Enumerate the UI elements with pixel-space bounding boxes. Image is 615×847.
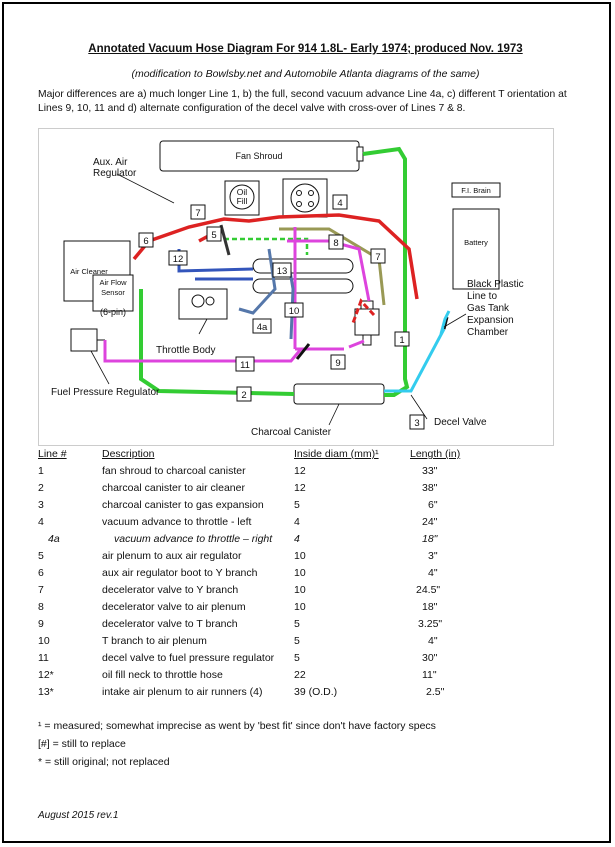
battery-box (452, 208, 500, 290)
callout-2: 2 (236, 386, 252, 402)
black-plastic-label-4: Expansion (467, 315, 514, 326)
svg-text:10: 10 (289, 306, 300, 317)
header-diam: Inside diam (mm)¹ (294, 448, 379, 460)
footnote-original: * = still original; not replaced (38, 756, 170, 768)
line-7-hose (279, 227, 386, 306)
svg-text:4: 4 (337, 198, 342, 209)
page-subtitle: (modification to Bowlsby.net and Automob… (131, 68, 480, 80)
footnote-measured: ¹ = measured; somewhat imprecise as went… (38, 720, 436, 732)
fan-shroud-label: Fan Shroud (235, 151, 282, 161)
callout-6: 6 (138, 232, 154, 248)
black-plastic-label-3: Gas Tank (467, 303, 510, 314)
line-6-hose (224, 237, 309, 255)
decel-valve-stem (362, 334, 372, 346)
fuel-pressure-regulator-box (70, 328, 98, 352)
diagram-canvas: Fan Shroud Oil Fill F.I. Brain Battery A… (51, 140, 524, 438)
black-plastic-label-5: Chamber (467, 327, 509, 338)
callout-12: 12 (168, 250, 188, 266)
fuel-pressure-regulator-label: Fuel Pressure Regulator (51, 387, 160, 398)
svg-text:9: 9 (335, 358, 340, 369)
black-plastic-label-1: Black Plastic (467, 279, 524, 290)
svg-text:7: 7 (375, 252, 380, 263)
svg-text:2: 2 (241, 390, 246, 401)
callout-3: 3 (409, 414, 425, 430)
air-cleaner-label: Air Cleaner (70, 267, 108, 276)
header-line: Line # (38, 448, 67, 460)
line-2-hose (139, 289, 295, 396)
line-8-hose (287, 239, 371, 302)
callout-7b: 7 (370, 248, 386, 264)
callout-1: 1 (394, 331, 410, 347)
fi-brain-label: F.I. Brain (461, 186, 491, 195)
vacuum-hose-diagram: Fan Shroud Oil Fill F.I. Brain Battery A… (38, 128, 554, 446)
oil-fill-cap (229, 184, 255, 210)
line-11-hose (103, 340, 303, 363)
callout-9: 9 (330, 354, 346, 370)
line-1-hose (362, 146, 410, 397)
svg-text:12: 12 (173, 254, 184, 265)
svg-text:13: 13 (277, 266, 288, 277)
callout-11: 11 (235, 356, 255, 372)
aux-air-label-1: Aux. Air (93, 157, 128, 168)
callout-7a: 7 (190, 204, 206, 220)
callout-8: 8 (328, 234, 344, 250)
distributor-cap (290, 183, 320, 213)
decel-valve-label: Decel Valve (434, 417, 487, 428)
svg-text:1: 1 (399, 335, 404, 346)
callout-13: 13 (272, 262, 292, 278)
battery-label: Battery (464, 238, 488, 247)
fill-label: Fill (237, 196, 248, 206)
header-description: Description (102, 448, 155, 460)
charcoal-canister-label: Charcoal Canister (251, 427, 332, 438)
aux-air-label-2: Regulator (93, 168, 137, 179)
line-4-hose (132, 213, 419, 300)
line-3-hose (384, 328, 446, 393)
svg-text:4a: 4a (257, 322, 268, 333)
oil-label: Oil (237, 187, 248, 197)
fan-shroud-outlet (356, 146, 364, 162)
line-12-hose (177, 249, 254, 273)
plenum-runner-bottom (252, 278, 354, 294)
throttle-body-label: Throttle Body (156, 345, 215, 356)
line-13-hose (238, 248, 277, 315)
svg-text:3: 3 (414, 418, 419, 429)
svg-text:7: 7 (195, 208, 200, 219)
fi-brain-box (451, 182, 501, 198)
svg-text:5: 5 (211, 230, 216, 241)
black-plastic-label-2: Line to (467, 291, 497, 302)
header-length: Length (in) (410, 448, 461, 460)
callout-4a: 4a (252, 318, 272, 334)
page-title: Annotated Vacuum Hose Diagram For 914 1.… (88, 43, 523, 55)
callout-5: 5 (206, 226, 222, 242)
intro-paragraph: Major differences are a) much longer Lin… (38, 89, 567, 114)
plenum-runner-top (252, 258, 354, 274)
svg-text:11: 11 (240, 360, 250, 371)
revision-footer: August 2015 rev.1 (38, 810, 119, 821)
svg-text:8: 8 (333, 238, 338, 249)
svg-text:6: 6 (143, 236, 148, 247)
line-4a-hose (351, 298, 376, 324)
footnote-replace: [#] = still to replace (38, 738, 126, 750)
charcoal-canister-box (293, 383, 385, 405)
afs-label-2: Sensor (101, 288, 125, 297)
callout-10: 10 (284, 302, 304, 318)
decel-valve-body (354, 308, 380, 336)
air-flow-sensor-box (92, 274, 134, 312)
afs-label-1: Air Flow (99, 278, 127, 287)
callout-4: 4 (332, 194, 348, 210)
afs-label-3: (6-pin) (100, 307, 126, 317)
